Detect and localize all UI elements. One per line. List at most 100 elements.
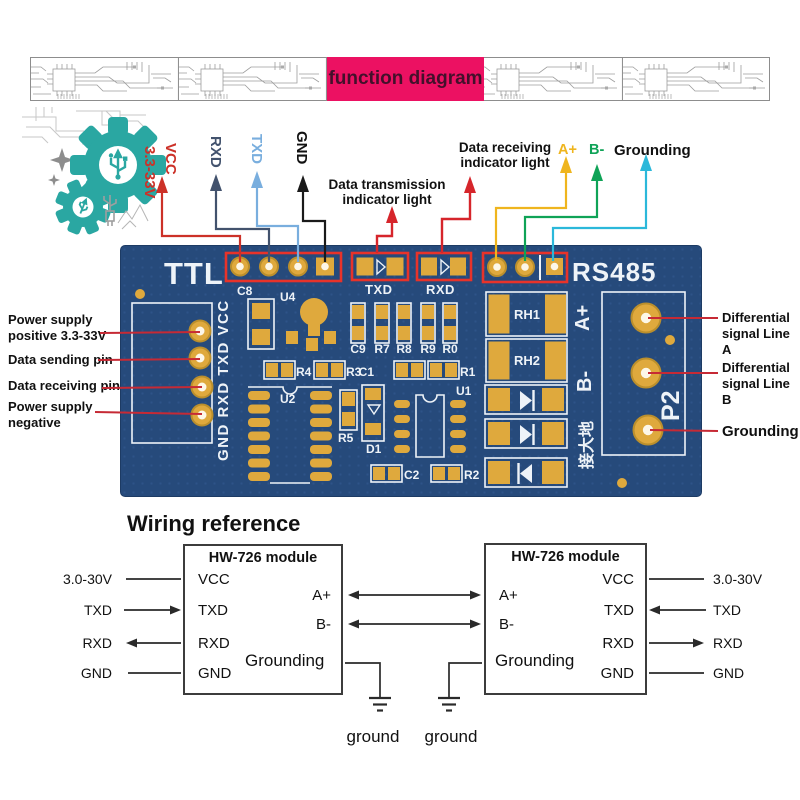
ext-right-gnd: GND	[713, 665, 745, 681]
b-minus-top-label: B-	[589, 142, 604, 158]
ref-r4: R4	[296, 365, 312, 379]
u2-footprint	[248, 386, 332, 484]
ref-r3: R3	[346, 365, 362, 379]
diode-footprint-1	[484, 384, 568, 415]
txd-top-label: TXD	[248, 134, 265, 164]
ref-u1: U1	[456, 384, 472, 398]
passives-row-1	[350, 302, 458, 344]
wiring-reference-heading: Wiring reference	[127, 511, 301, 536]
module2-pin-rxd: RXD	[602, 635, 634, 652]
u4-footprint	[286, 298, 336, 351]
rs485-label: RS485	[572, 257, 657, 287]
u1-footprint	[394, 394, 466, 458]
annotation-line-a: Differential signal Line A	[722, 310, 790, 357]
hw726-module-left: HW-726 module VCC TXD RXD GND A+ B- Grou…	[183, 544, 343, 695]
hw726-module-right: HW-726 module A+ B- VCC TXD RXD GND Grou…	[484, 543, 647, 695]
module1-pin-txd: TXD	[198, 602, 228, 619]
ref-u4: U4	[280, 290, 296, 304]
pcb-artwork: TTL RS485 TXD	[131, 251, 686, 488]
a-plus-silk-label: A+	[572, 305, 594, 331]
ext-right-vcc: 3.0-30V	[713, 571, 763, 587]
rxd-led-label: RXD	[426, 282, 455, 297]
passives-row-2	[263, 360, 460, 380]
module-title: HW-726 module	[208, 550, 318, 566]
txd-led	[350, 251, 410, 282]
usb-gear-icon	[70, 117, 166, 213]
rh1-footprint	[485, 291, 568, 337]
diode-footprint-2	[484, 418, 568, 449]
r5-footprint	[339, 389, 358, 431]
grounding-top-label: Grounding	[614, 142, 691, 159]
ext-right-rxd: RXD	[713, 635, 743, 651]
ext-left-gnd: GND	[80, 665, 112, 681]
d1-footprint	[361, 384, 385, 442]
usb-plug-icon	[103, 195, 117, 226]
module2-pin-b-minus: B-	[499, 616, 514, 633]
ref-r8: R8	[396, 342, 412, 356]
left-header-vertical-label: GND RXD TXD VCC	[215, 299, 232, 461]
annotation-data-sending: Data sending pin	[8, 352, 113, 367]
gnd-top-label: GND	[293, 131, 310, 165]
ground-symbols	[369, 696, 460, 712]
ref-rh1: RH1	[514, 307, 540, 322]
annotation-power-negative: Power supply negative	[8, 399, 93, 430]
module1-pin-a-plus: A+	[312, 587, 331, 604]
decor-squiggle	[117, 203, 149, 230]
rxd-top-label: RXD	[207, 136, 224, 168]
ttl-label: TTL	[164, 256, 224, 291]
ext-right-txd: TXD	[713, 602, 741, 618]
annotation-data-receiving: Data receiving pin	[8, 378, 120, 393]
ref-c9: C9	[350, 342, 366, 356]
ref-rh2: RH2	[514, 353, 540, 368]
ref-r7: R7	[374, 342, 390, 356]
ref-c2: C2	[404, 468, 420, 482]
module1-pin-b-minus: B-	[316, 616, 331, 633]
ttl-pin-header	[224, 251, 343, 283]
rxd-led	[415, 251, 473, 282]
small-usb-gear-icon	[55, 179, 111, 235]
b-minus-silk-label: B-	[574, 371, 596, 392]
pcb-board: TTL RS485 TXD	[120, 245, 702, 497]
ref-d1: D1	[366, 442, 382, 456]
left-connector	[131, 289, 214, 444]
annotation-line-b: Differential signal Line B	[722, 360, 790, 407]
annotation-grounding: Grounding	[722, 423, 799, 440]
module1-pin-gnd: GND	[198, 665, 232, 682]
module2-pin-vcc: VCC	[602, 571, 634, 588]
p2-terminal-block	[601, 291, 686, 488]
ext-left-txd: TXD	[84, 602, 112, 618]
module1-pin-rxd: RXD	[198, 635, 230, 652]
rs485-pin-header	[481, 251, 569, 284]
passives-row-3	[370, 464, 463, 483]
ext-left-rxd: RXD	[82, 635, 112, 651]
rx-indicator-label-line2: indicator light	[460, 155, 550, 170]
module1-grounding-label: Grounding	[245, 651, 325, 670]
rh2-footprint	[485, 338, 568, 383]
module2-pin-gnd: GND	[600, 665, 634, 682]
ref-u2: U2	[280, 392, 296, 406]
module1-pin-vcc: VCC	[198, 571, 230, 588]
module-title: HW-726 module	[511, 549, 620, 565]
ref-c8: C8	[237, 284, 253, 298]
ground-label-right: ground	[424, 727, 478, 746]
ref-r2: R2	[464, 468, 480, 482]
ref-r1: R1	[460, 365, 476, 379]
rx-indicator-arrow	[440, 176, 476, 253]
txd-led-label: TXD	[365, 282, 393, 297]
ref-r5: R5	[338, 431, 354, 445]
annotation-power-positive: Power supply positive 3.3-33V	[8, 312, 107, 343]
gears-decoration	[22, 107, 166, 235]
module2-pin-txd: TXD	[604, 602, 634, 619]
ground-label-left: ground	[346, 727, 400, 746]
a-plus-top-label: A+	[558, 142, 577, 158]
rx-indicator-label-line1: Data receiving	[459, 140, 551, 155]
usb-trident-icon	[109, 148, 127, 177]
diode-footprint-3	[484, 457, 568, 488]
ref-r9: R9	[420, 342, 436, 356]
tx-indicator-label-line1: Data transmission	[328, 177, 445, 192]
ref-c1: C1	[359, 365, 375, 379]
earth-cn-silk-label: 接大地	[577, 421, 596, 469]
module2-pin-a-plus: A+	[499, 587, 518, 604]
p2-silk-label: P2	[657, 390, 685, 421]
